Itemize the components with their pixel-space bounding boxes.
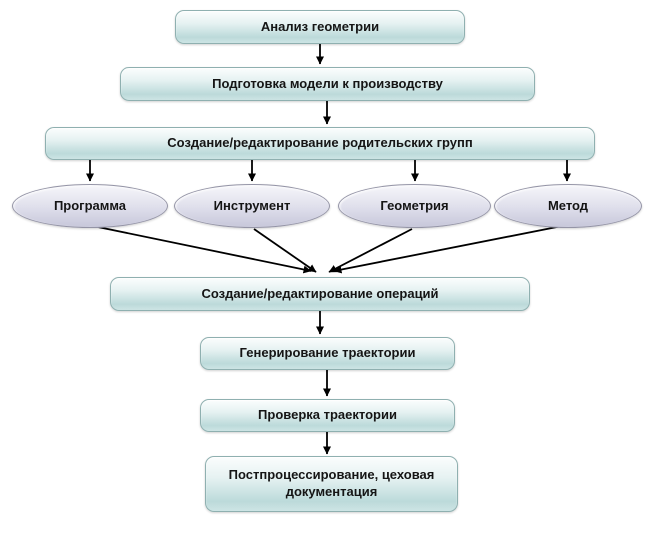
node-trajectory-check: Проверка траектории (200, 399, 455, 432)
node-program: Программа (12, 184, 168, 228)
arrow-method-operations (333, 225, 563, 274)
arrow-program-operations (92, 225, 312, 274)
node-method: Метод (494, 184, 642, 228)
node-parent-groups: Создание/редактирование родительских гру… (45, 127, 595, 160)
node-analysis: Анализ геометрии (175, 10, 465, 44)
node-geometry: Геометрия (338, 184, 491, 228)
node-trajectory-generation: Генерирование траектории (200, 337, 455, 370)
arrow-tool-operations (253, 228, 317, 273)
node-tool: Инструмент (174, 184, 330, 228)
node-postprocessing: Постпроцессирование, цеховая документаци… (205, 456, 458, 512)
node-operations: Создание/редактирование операций (110, 277, 530, 311)
node-preparation: Подготовка модели к производству (120, 67, 535, 101)
arrow-geometry-operations (328, 228, 413, 273)
